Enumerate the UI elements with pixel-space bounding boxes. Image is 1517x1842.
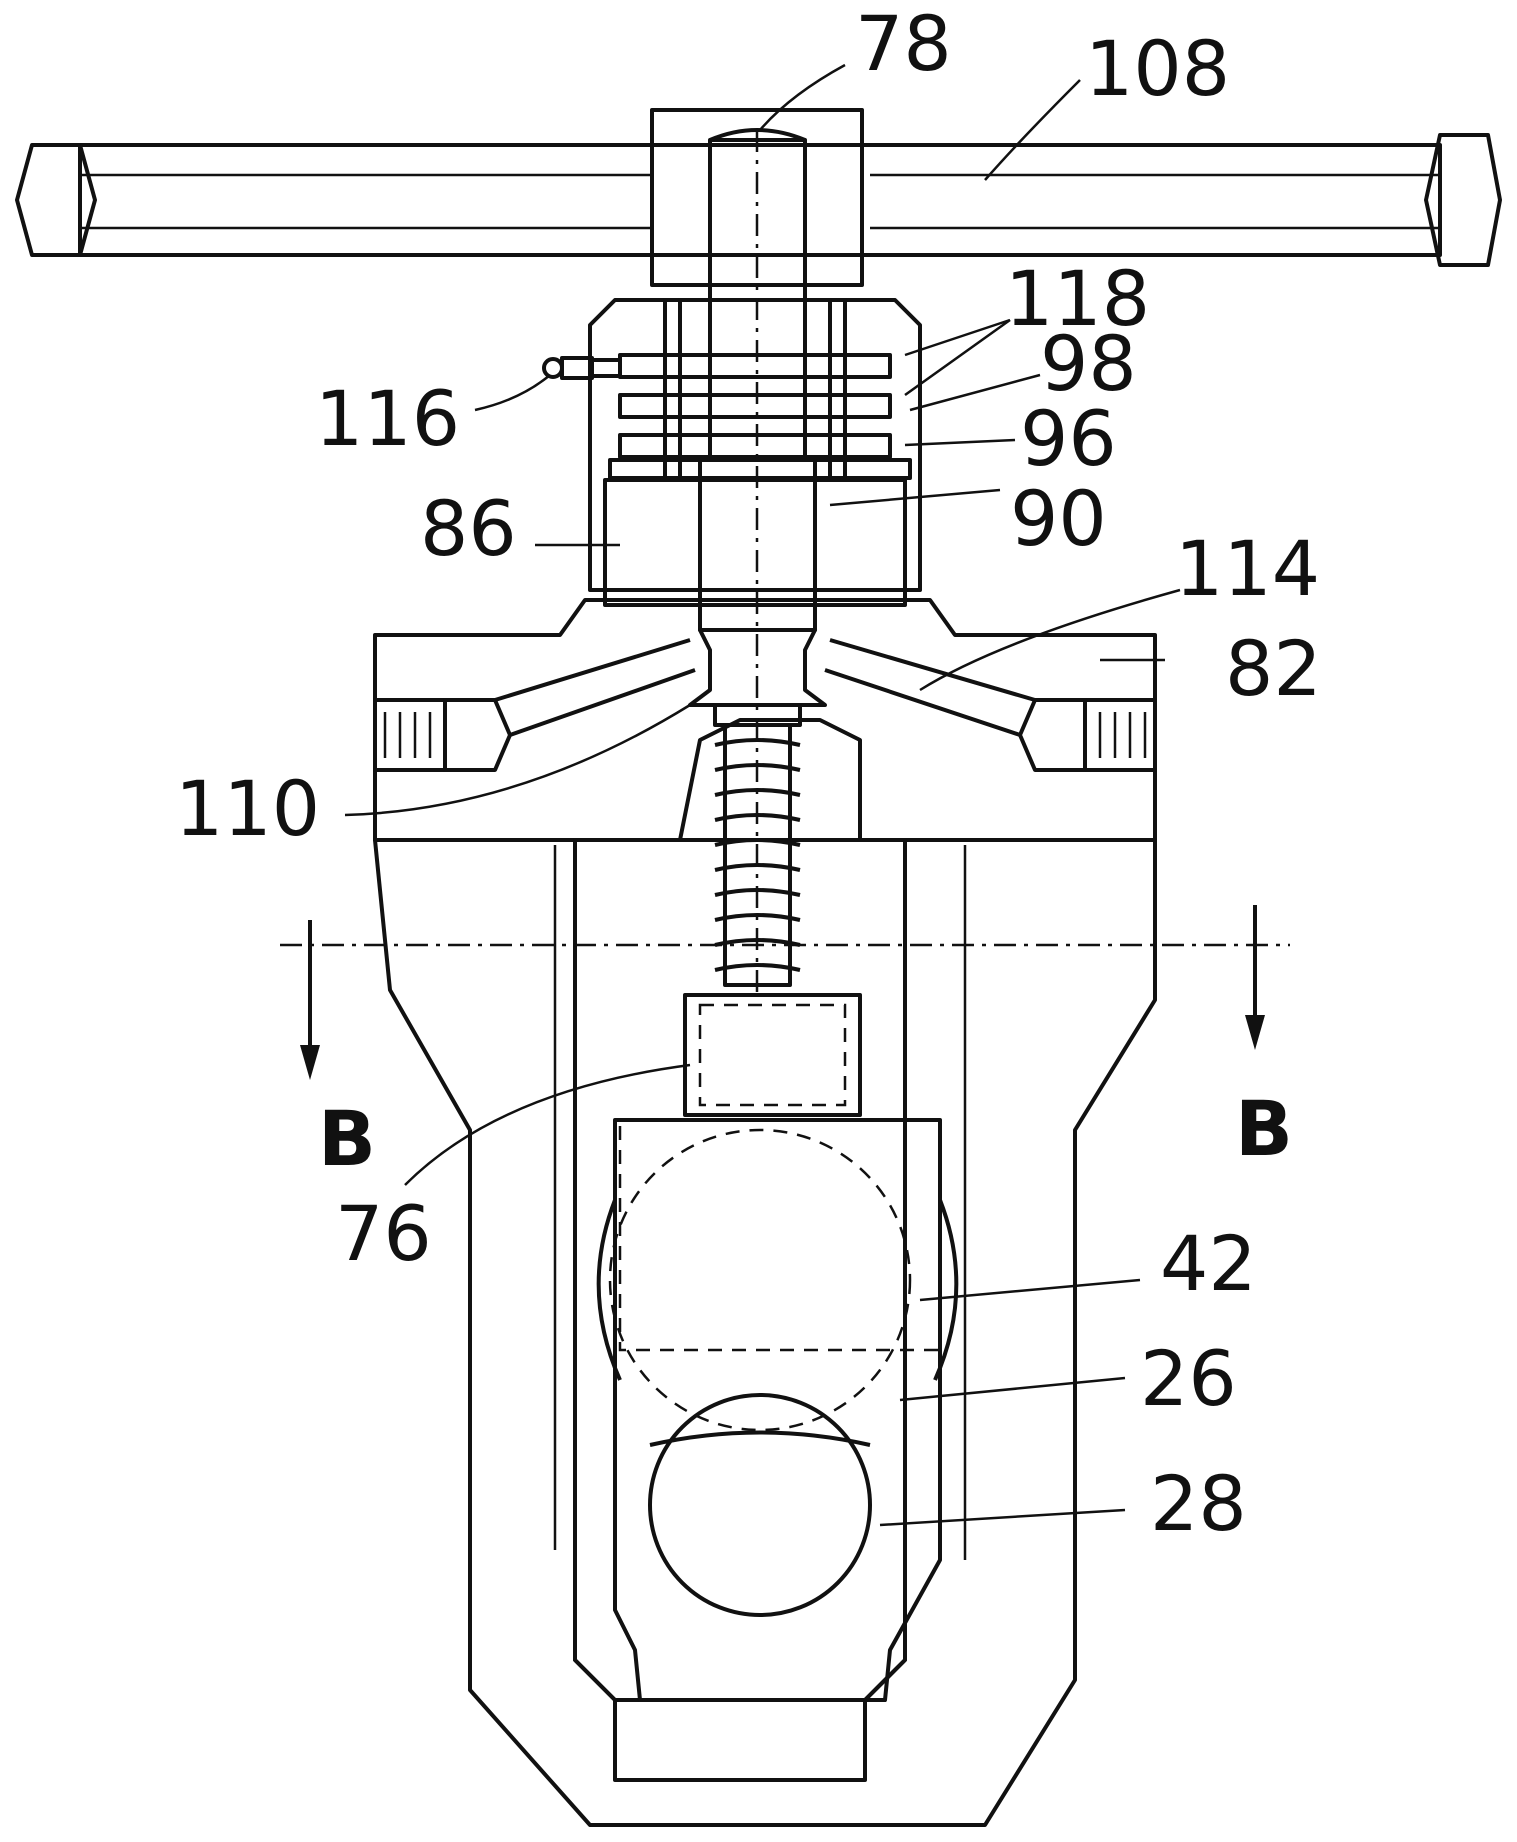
- label-90: 90: [1010, 474, 1107, 563]
- label-28: 28: [1150, 1459, 1247, 1548]
- label-42: 42: [1160, 1219, 1257, 1308]
- seat-arcs: [596, 1199, 959, 1381]
- label-78: 78: [855, 0, 952, 88]
- stem-nut: [683, 993, 862, 1117]
- section-label-right: B: [1235, 1084, 1293, 1173]
- label-76: 76: [335, 1189, 432, 1278]
- label-86: 86: [420, 484, 517, 573]
- bonnet-nut: [588, 298, 922, 592]
- leader-lines: [344, 63, 1181, 1527]
- label-26: 26: [1140, 1334, 1237, 1423]
- label-118: 118: [1005, 254, 1150, 343]
- stem-thread: [714, 723, 801, 987]
- label-98: 98: [1040, 319, 1137, 408]
- reference-numerals: 78 108 118 98 116 96 86 90 114 82 110 76…: [175, 0, 1322, 1548]
- label-82: 82: [1225, 624, 1322, 713]
- valve-body: [373, 838, 1157, 1827]
- section-line: [280, 905, 1290, 1080]
- handle-hub: [650, 108, 864, 287]
- handle-bar: [15, 133, 1502, 267]
- label-108: 108: [1085, 24, 1230, 113]
- grease-fitting: [542, 356, 622, 380]
- bonnet-neck: [603, 478, 907, 607]
- label-114: 114: [1175, 524, 1320, 613]
- label-96: 96: [1020, 394, 1117, 483]
- label-116: 116: [315, 374, 460, 463]
- gate: [608, 1118, 942, 1702]
- label-110: 110: [175, 764, 320, 853]
- valve-stem: [688, 128, 827, 1000]
- section-label-left: B: [318, 1094, 376, 1183]
